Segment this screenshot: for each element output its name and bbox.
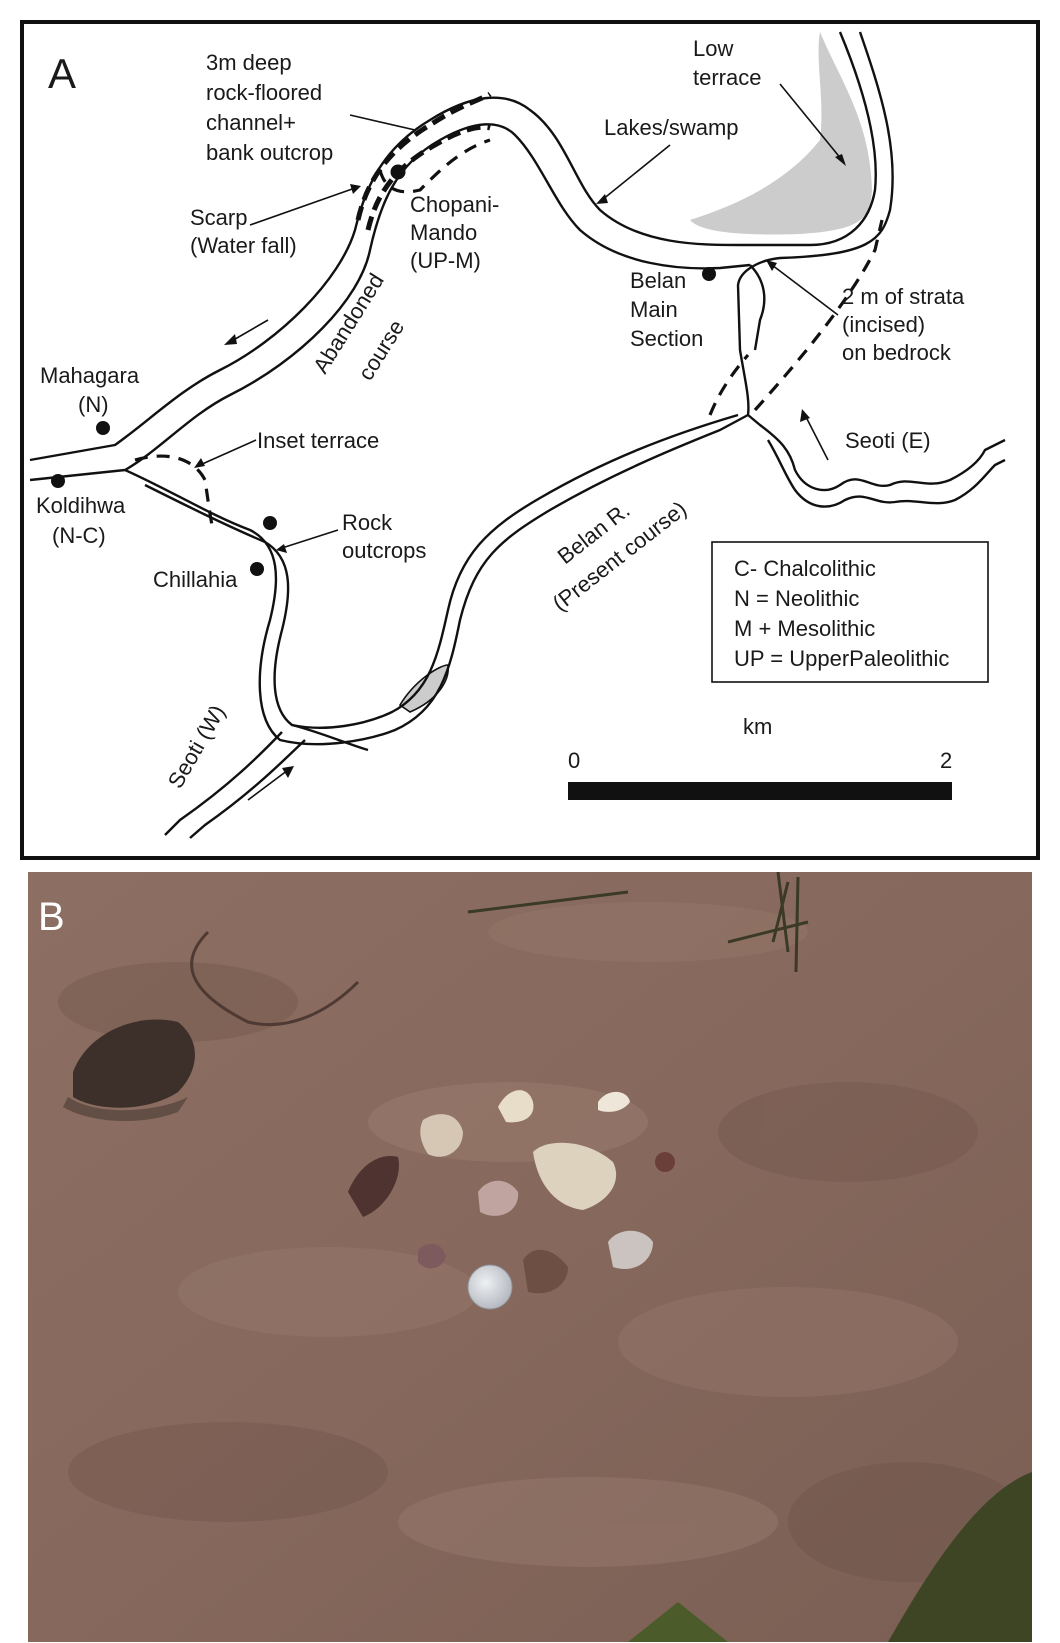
label-rock-outcrops-2: outcrops	[342, 538, 426, 563]
label-chopani-1: Chopani-	[410, 192, 499, 217]
panel-letter-b: B	[38, 895, 65, 939]
belan-east-bank-1	[747, 414, 1006, 492]
chopani-dash	[378, 138, 491, 194]
scale-max: 2	[940, 748, 952, 773]
dark-rock-shadow	[63, 1097, 188, 1122]
site-chopani-mando	[390, 164, 406, 180]
inset-terrace-dash	[134, 454, 214, 526]
artifact-flake-5	[608, 1230, 653, 1270]
leader-inset-terrace-head	[194, 458, 205, 468]
label-belan-main-1: Belan	[630, 268, 686, 293]
site-rock-outcrop-1	[263, 516, 277, 530]
label-strata-3: on bedrock	[842, 340, 952, 365]
label-chopani-2: Mando	[410, 220, 477, 245]
label-strata-1: 2 m of strata	[842, 284, 965, 309]
flow-arrow-seoti-w	[247, 766, 294, 801]
label-mahagara-1: Mahagara	[40, 363, 140, 388]
scale-bar-fill	[568, 782, 952, 800]
site-chillahia	[250, 562, 264, 576]
label-channel-3: channel+	[206, 110, 296, 135]
label-strata-2: (incised)	[842, 312, 925, 337]
site-koldihwa	[51, 474, 65, 488]
site-map: A	[20, 20, 1040, 860]
artifact-blade-dark	[348, 1156, 399, 1217]
label-seoti-e: Seoti (E)	[845, 428, 931, 453]
seoti-w-bank-3	[291, 723, 369, 752]
strata-dash-2	[708, 353, 750, 416]
label-rock-outcrops-1: Rock	[342, 510, 393, 535]
legend-box	[711, 541, 989, 683]
artifact-flake-4	[478, 1180, 519, 1216]
legend-item-n: N = Neolithic	[734, 586, 859, 611]
grass-tuft-top	[467, 872, 809, 973]
site-belan-main-section	[702, 267, 716, 281]
leader-inset-terrace	[199, 439, 257, 466]
artifact-flake-2	[598, 1091, 630, 1112]
artifact-cluster	[348, 1090, 675, 1310]
strata-dash-1	[753, 219, 884, 412]
coin-scale	[467, 1264, 513, 1310]
artifact-core-large	[533, 1142, 617, 1210]
artifact-photo: B	[28, 872, 1032, 1642]
river-bank-outer	[29, 31, 877, 462]
label-mahagara-2: (N)	[78, 392, 109, 417]
leader-lakes	[601, 144, 671, 201]
artifact-pebble-small	[655, 1152, 675, 1172]
leader-low-terrace	[779, 83, 843, 161]
seoti-w-bank-2	[189, 739, 306, 839]
belan-present-outer	[124, 413, 749, 746]
label-koldihwa-2: (N-C)	[52, 523, 106, 548]
label-belan-main-3: Section	[630, 326, 703, 351]
label-channel-2: rock-floored	[206, 80, 322, 105]
scale-min: 0	[568, 748, 580, 773]
scale-bar: km 0 2	[568, 714, 952, 800]
lakes-swamp-area	[690, 32, 872, 235]
belan-east-bank-2	[766, 439, 1006, 508]
artifact-flake-3	[420, 1114, 463, 1157]
label-lakes-swamp: Lakes/swamp	[604, 115, 739, 140]
leader-rock-outcrops-head	[276, 544, 287, 553]
site-mahagara	[96, 421, 110, 435]
leader-strata	[771, 264, 839, 316]
leader-low-terrace-head	[835, 154, 846, 166]
artifact-flake-7	[523, 1249, 568, 1294]
rock-floored-channel-dash-1	[355, 91, 492, 221]
river-bank-east	[736, 31, 894, 416]
panel-letter-a: A	[48, 50, 76, 97]
dark-rock	[73, 1019, 195, 1108]
seoti-e-stream	[749, 264, 766, 351]
leader-rock-outcrops	[281, 529, 339, 549]
leader-channel	[349, 114, 416, 131]
label-chillahia: Chillahia	[153, 567, 238, 592]
river-bank-inner	[29, 123, 751, 482]
label-chopani-3: (UP-M)	[410, 248, 481, 273]
leader-scarp-head	[350, 184, 361, 194]
label-channel-4: bank outcrop	[206, 140, 333, 165]
label-scarp-1: Scarp	[190, 205, 247, 230]
belan-present-inner	[144, 413, 739, 729]
label-low-terrace-2: terrace	[693, 65, 761, 90]
label-scarp-2: (Water fall)	[190, 233, 297, 258]
label-belan-main-2: Main	[630, 297, 678, 322]
leader-strata-head	[766, 260, 777, 271]
legend-item-m: M + Mesolithic	[734, 616, 875, 641]
rock-crack	[190, 930, 360, 1027]
flow-arrow-abandoned	[224, 319, 269, 345]
label-inset-terrace: Inset terrace	[257, 428, 379, 453]
artifact-flake-1	[498, 1090, 534, 1123]
seoti-w-bank-1	[164, 731, 283, 836]
flow-arrow-seoti-e	[800, 409, 829, 461]
grass-tuft-bottom	[628, 1472, 1032, 1642]
legend-item-c: C- Chalcolithic	[734, 556, 876, 581]
label-low-terrace-1: Low	[693, 36, 733, 61]
label-channel-1: 3m deep	[206, 50, 292, 75]
artifact-flake-6	[418, 1243, 446, 1269]
label-koldihwa-1: Koldihwa	[36, 493, 126, 518]
legend: C- Chalcolithic N = Neolithic M + Mesoli…	[711, 541, 989, 683]
leader-lakes-head	[596, 194, 608, 204]
rock-floored-channel-dash-2	[365, 124, 491, 231]
legend-item-up: UP = UpperPaleolithic	[734, 646, 949, 671]
scale-unit: km	[743, 714, 772, 739]
leader-scarp	[249, 187, 356, 226]
